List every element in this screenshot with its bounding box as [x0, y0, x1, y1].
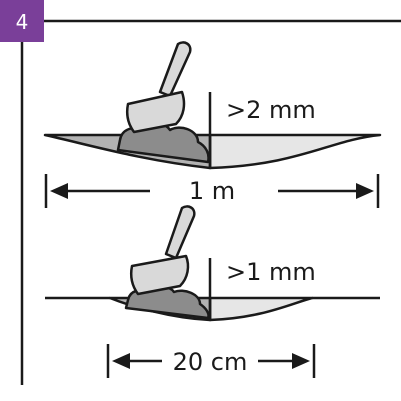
scoop-icon — [126, 41, 192, 134]
top-width-label: 1 m — [189, 177, 235, 205]
depression-icon — [208, 133, 382, 170]
step-number: 4 — [16, 10, 29, 34]
panel-frame — [20, 19, 401, 385]
bottom-width-label: 20 cm — [173, 348, 248, 376]
step-badge-bg — [0, 0, 44, 42]
bottom-depth-label: >1 mm — [226, 258, 316, 286]
depression-icon — [208, 296, 314, 322]
double-arrow-icon — [44, 174, 380, 208]
step-badge: 4 — [0, 0, 44, 42]
bottom-illustration: >1 mm 20 cm — [45, 205, 380, 378]
double-arrow-icon — [106, 344, 316, 378]
scoop-icon — [130, 205, 196, 296]
top-depth-label: >2 mm — [226, 96, 316, 124]
top-illustration: >2 mm 1 m — [43, 41, 382, 208]
